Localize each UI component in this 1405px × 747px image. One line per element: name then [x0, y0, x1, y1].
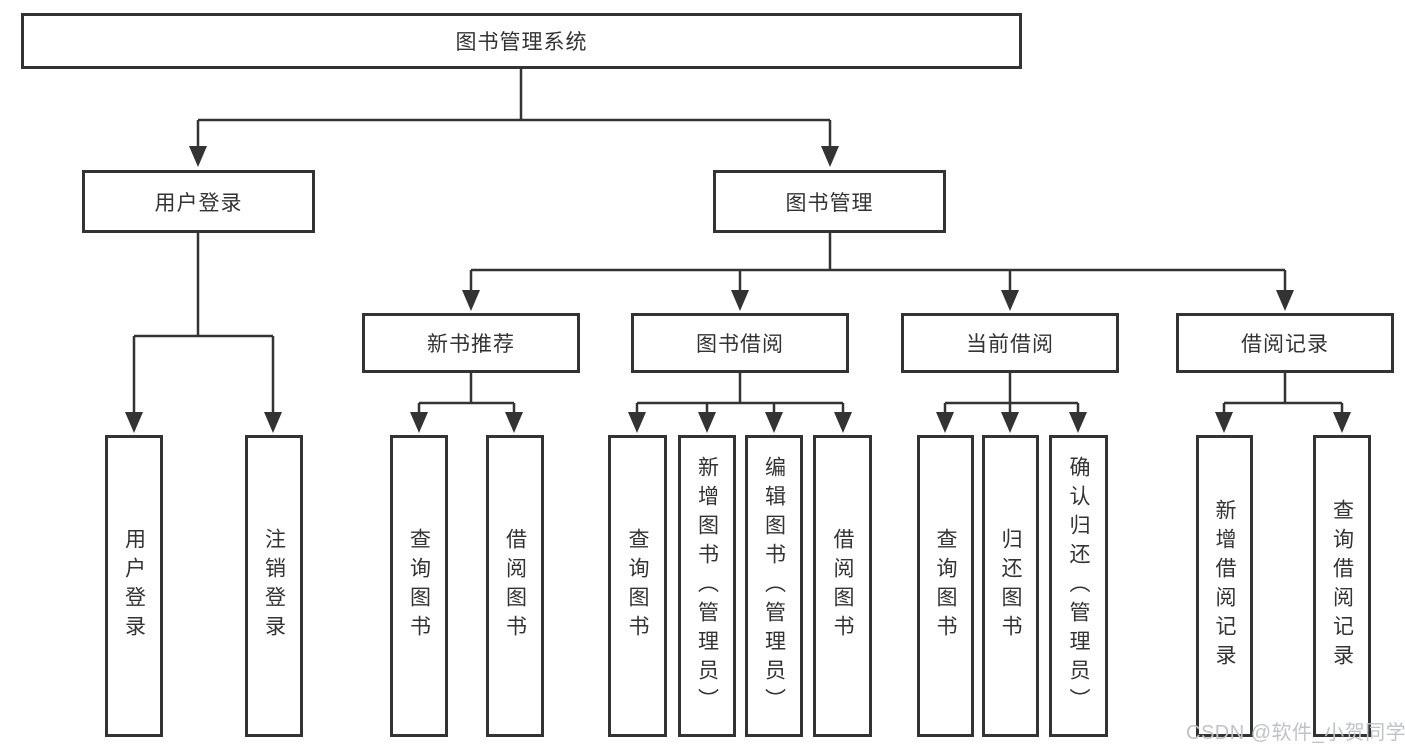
leaf-add-borrow-record: 新增借阅记录: [1196, 435, 1253, 737]
leaf-borrow-books-borrowing: 借阅图书: [813, 435, 872, 737]
leaf-add-book-admin-label: 新增图书（管理员）: [695, 455, 719, 717]
leaf-query-books-current: 查询图书: [917, 435, 974, 737]
leaf-query-books-current-label: 查询图书: [934, 528, 957, 644]
leaf-add-book-admin: 新增图书（管理员）: [678, 435, 736, 737]
node-book-management: 图书管理: [713, 170, 946, 233]
leaf-query-books-recommend: 查询图书: [390, 435, 448, 737]
leaf-user-login: 用户登录: [105, 435, 163, 737]
connector-paths: [132, 69, 1344, 423]
leaf-confirm-return-admin-label: 确认归还（管理员）: [1067, 455, 1090, 717]
leaf-borrow-books-recommend: 借阅图书: [486, 435, 544, 737]
leaf-return-book-label: 归还图书: [999, 528, 1022, 644]
node-user-login: 用户登录: [82, 170, 315, 233]
arrowhead-icons: [125, 146, 1351, 433]
csdn-watermark: CSDN @软件_小贺同学: [1186, 722, 1405, 744]
leaf-logout: 注销登录: [245, 435, 303, 737]
leaf-query-borrow-record: 查询借阅记录: [1313, 435, 1371, 737]
leaf-return-book: 归还图书: [982, 435, 1039, 737]
leaf-logout-label: 注销登录: [262, 528, 286, 644]
node-current-borrowing: 当前借阅: [901, 313, 1119, 373]
leaf-add-borrow-record-label: 新增借阅记录: [1213, 499, 1236, 673]
leaf-confirm-return-admin: 确认归还（管理员）: [1049, 435, 1108, 737]
leaf-query-books-borrowing: 查询图书: [608, 435, 667, 737]
leaf-edit-book-admin: 编辑图书（管理员）: [745, 435, 803, 737]
node-book-borrowing: 图书借阅: [631, 313, 849, 373]
leaf-edit-book-admin-label: 编辑图书（管理员）: [762, 455, 786, 717]
leaf-query-books-borrowing-label: 查询图书: [626, 528, 649, 644]
leaf-query-books-recommend-label: 查询图书: [407, 528, 431, 644]
node-borrowing-records: 借阅记录: [1176, 313, 1394, 373]
leaf-user-login-label: 用户登录: [122, 528, 146, 644]
leaf-borrow-books-borrowing-label: 借阅图书: [831, 528, 854, 644]
node-new-book-recommendation: 新书推荐: [362, 313, 580, 373]
leaf-borrow-books-recommend-label: 借阅图书: [503, 528, 527, 644]
node-library-management-system: 图书管理系统: [21, 13, 1022, 69]
leaf-query-borrow-record-label: 查询借阅记录: [1330, 499, 1354, 673]
